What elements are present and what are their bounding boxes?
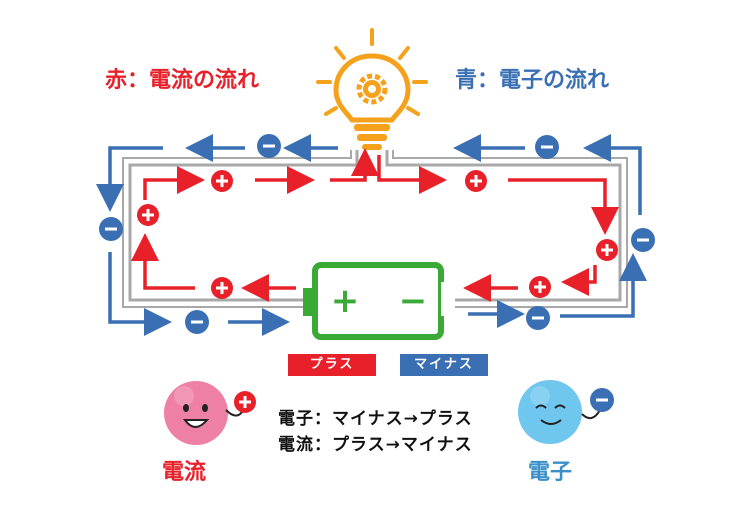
gear-icon	[356, 73, 388, 105]
plus-marker	[234, 391, 256, 413]
plus-marker	[211, 170, 233, 192]
current-flow-title: 赤：電流の流れ	[105, 68, 260, 93]
plus-marker	[137, 204, 159, 226]
battery-icon	[303, 262, 449, 340]
plus-markers	[137, 170, 618, 299]
current-character	[164, 381, 256, 445]
minus-marker	[99, 217, 123, 241]
minus-marker	[526, 306, 550, 330]
battery-plus-symbol: +	[331, 281, 360, 321]
electron-arrows	[96, 134, 647, 336]
minus-markers	[99, 134, 655, 334]
electron-character	[518, 380, 614, 444]
plus-marker	[596, 239, 618, 261]
electron-flow-title: 青：電子の流れ	[455, 68, 610, 93]
plus-marker	[211, 277, 233, 299]
plus-marker	[465, 170, 487, 192]
plus-marker	[529, 276, 551, 298]
minus-marker	[631, 228, 655, 252]
minus-marker	[185, 310, 209, 334]
minus-marker	[535, 135, 559, 159]
minus-marker	[590, 388, 614, 412]
plus-label: プラス	[288, 354, 376, 376]
minus-marker	[257, 134, 281, 158]
light-bulb-icon	[316, 28, 428, 150]
battery-minus-symbol: −	[399, 281, 428, 321]
current-character-label: 電流	[162, 460, 207, 485]
current-direction-text: 電流：プラス→マイナス	[278, 435, 473, 455]
electron-direction-text: 電子：マイナス→プラス	[278, 409, 473, 429]
minus-label: マイナス	[400, 354, 488, 376]
current-arrows	[131, 148, 619, 302]
electron-character-label: 電子	[528, 460, 573, 485]
